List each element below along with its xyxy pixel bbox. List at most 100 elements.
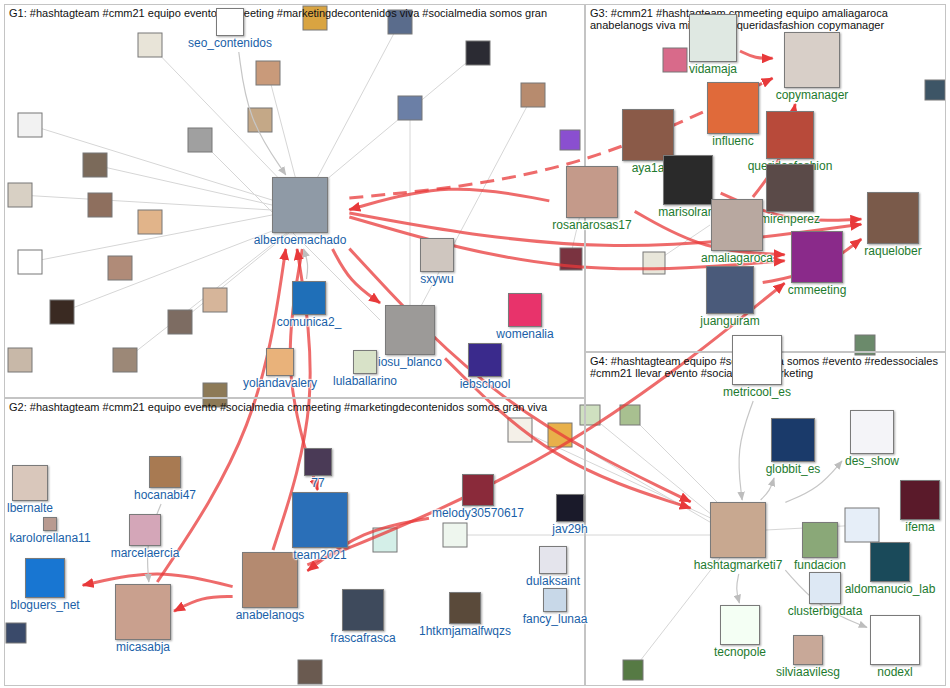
user-name: globbit_es (766, 462, 821, 476)
user-name: fundacion (794, 558, 846, 572)
cluster-group: G3: #cmm21 #hashtagteam cmmeeting equipo… (585, 4, 946, 352)
user-node: raquelober (863, 192, 922, 258)
user-node: aldomanucio_lab (844, 542, 937, 596)
user-name: silviaavilesg (776, 665, 840, 679)
user-name: comunica2_ (277, 315, 342, 329)
user-node: influenc (706, 82, 760, 148)
network-edge (304, 249, 308, 279)
avatar-image (809, 572, 841, 604)
user-name: albertoemachado (254, 233, 347, 247)
avatar-image (720, 605, 760, 645)
avatar-image (663, 48, 687, 72)
network-edge (785, 570, 867, 627)
avatar-image (353, 350, 377, 374)
avatar-image (710, 502, 766, 558)
user-node: yolandavalery (242, 348, 318, 390)
avatar-image (248, 108, 272, 132)
unlabelled-avatars (6, 6, 945, 684)
avatar-image (449, 592, 481, 624)
avatar-image (6, 623, 26, 643)
avatar-image (292, 492, 348, 548)
user-node: ifema (899, 480, 941, 534)
user-name: lulaballarino (333, 374, 397, 388)
edge-line (200, 140, 380, 320)
avatar-image (580, 405, 600, 425)
edge-line (20, 195, 272, 210)
avatar-image (711, 199, 763, 251)
avatar-image (900, 480, 940, 520)
avatar-image (771, 418, 815, 462)
user-node: fundacion (793, 522, 847, 572)
user-node: globbit_es (765, 418, 822, 476)
user-node: des_show (844, 410, 900, 468)
user-name: clusterbigdata (788, 604, 863, 618)
user-name: juanguiram (700, 314, 759, 328)
edge-line (410, 108, 411, 305)
avatar-image (138, 33, 162, 57)
group-heading: G1: #hashtagteam #cmm21 equipo evento cm… (5, 5, 584, 21)
user-node: sxywu (419, 238, 455, 286)
avatar-image (623, 660, 643, 680)
avatar-image (266, 348, 294, 376)
avatar-image (867, 192, 919, 244)
user-name: sxywu (420, 272, 453, 286)
user-node: melody30570617 (431, 474, 525, 520)
avatar-image (850, 410, 894, 454)
edge-line (320, 53, 478, 185)
user-name: mirenperez (760, 212, 820, 226)
avatar-image (242, 552, 298, 608)
user-name: 1htkmjamalfwqzs (419, 624, 511, 638)
avatar-image (802, 522, 838, 558)
user-name: copymanager (776, 88, 849, 102)
avatar-image (385, 305, 435, 355)
user-name: aldomanucio_lab (845, 582, 936, 596)
avatar-image (766, 164, 814, 212)
user-node: rosanarosas17 (551, 166, 632, 232)
user-name: seo_contenidos (188, 36, 272, 50)
user-name: hashtagmarketi7 (694, 558, 783, 572)
network-edge (737, 574, 740, 603)
user-node: silviaavilesg (775, 635, 841, 679)
avatar-image (25, 558, 65, 598)
user-node: mirenperez (759, 164, 821, 226)
user-node: anabelanogs (235, 552, 306, 622)
avatar-image (272, 177, 328, 233)
avatar-image (256, 61, 280, 85)
avatar-image (342, 589, 384, 631)
user-name: des_show (845, 454, 899, 468)
user-name: metricool_es (723, 385, 791, 399)
user-name: dulaksaint (526, 574, 580, 588)
avatar-image (543, 588, 567, 612)
avatar-image (622, 109, 674, 161)
avatar-image (188, 128, 212, 152)
avatar-image (766, 111, 814, 159)
avatar-image (443, 523, 467, 547)
user-name: bloguers_net (10, 598, 79, 612)
user-node: amaliagaroca (700, 199, 774, 265)
edge-line (30, 125, 272, 200)
user-name: iebschool (460, 377, 511, 391)
user-name: lbernalte (7, 501, 53, 515)
user-name: amaliagaroca (701, 251, 773, 265)
user-name: iosu_blanco (378, 355, 442, 369)
avatar-image (113, 348, 137, 372)
avatar-image (83, 153, 107, 177)
edge-line (125, 232, 288, 360)
user-name: aya1a (632, 161, 665, 175)
avatar-image (138, 210, 162, 234)
avatar-image (398, 96, 422, 120)
avatar-image (129, 514, 161, 546)
avatar-image (18, 250, 42, 274)
user-name: fancy_lunaa (523, 612, 588, 626)
avatar-image (784, 32, 840, 88)
avatar-image (663, 155, 713, 205)
edge-line (62, 228, 280, 312)
user-name: melody30570617 (432, 506, 524, 520)
user-node: metricool_es (722, 335, 792, 399)
user-node: seo_contenidos (187, 8, 273, 50)
user-node: jav29h (551, 494, 588, 536)
user-node: hocanabi47 (133, 456, 197, 502)
avatar-image (925, 80, 945, 100)
user-name: karolorellana11 (9, 531, 90, 545)
cluster-group: G4: #hashtagteam equipo #socialmedia som… (585, 352, 946, 686)
